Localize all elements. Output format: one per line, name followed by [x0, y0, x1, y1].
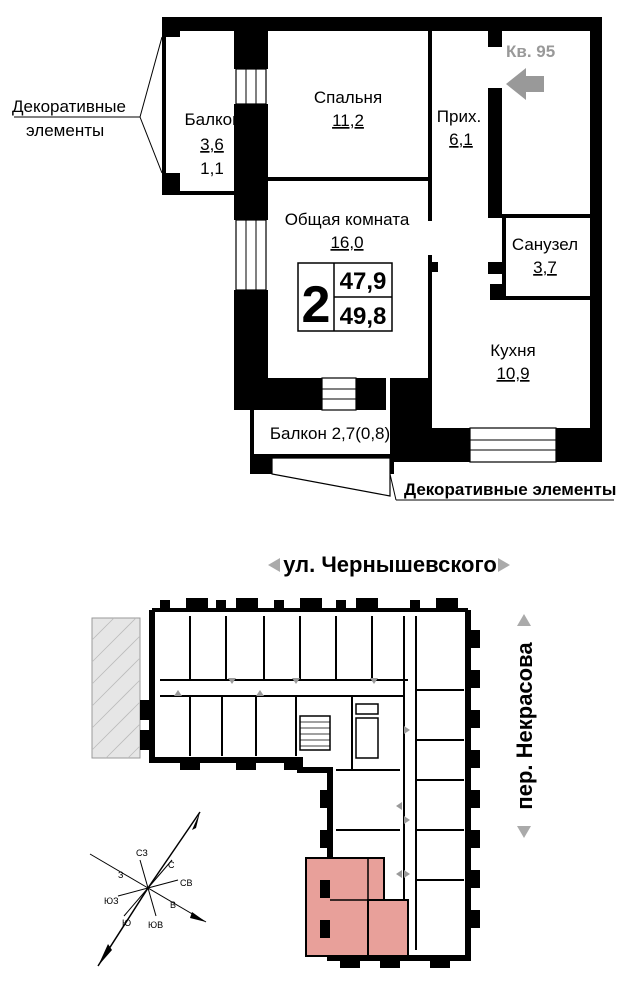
- window-kitchen: [469, 427, 557, 463]
- compass-w: З: [118, 870, 123, 880]
- wall-balcony-top: [162, 17, 180, 37]
- arrow-right-icon: [498, 558, 510, 572]
- compass-sw: ЮЗ: [104, 896, 119, 906]
- window-living: [235, 219, 267, 291]
- rooms-count: 2: [302, 276, 331, 334]
- room-balcony-left-name: Балкон: [184, 110, 241, 129]
- decor-label-left-2: элементы: [26, 121, 104, 140]
- total-area: 49,8: [340, 303, 387, 330]
- wall-right: [590, 17, 602, 462]
- street-right-label: пер. Некрасова: [512, 642, 537, 810]
- compass-s: Ю: [122, 918, 131, 928]
- compass-e: В: [170, 900, 176, 910]
- room-living-area: 16,0: [330, 233, 363, 252]
- room-bathroom-name: Санузел: [512, 235, 578, 254]
- compass-nw: СЗ: [136, 848, 148, 858]
- room-balcony-left-reduced: 1,1: [200, 159, 224, 178]
- room-balcony-left-area: 3,6: [200, 135, 224, 154]
- decor-label-bottom: Декоративные элементы: [404, 480, 616, 499]
- stairwell: [299, 715, 331, 751]
- room-bedroom-area: 11,2: [332, 111, 364, 130]
- compass-rose-icon: [89, 811, 207, 967]
- living-area: 47,9: [340, 268, 387, 295]
- room-bathroom-area: 3,7: [533, 258, 557, 277]
- room-hall-name: Прих.: [437, 107, 481, 126]
- compass-se: ЮВ: [148, 920, 163, 930]
- room-kitchen-name: Кухня: [490, 341, 536, 360]
- arrow-left-icon: [268, 558, 280, 572]
- room-balcony-bottom-name: Балкон 2,7(0,8): [270, 424, 390, 443]
- window-balcony: [321, 377, 357, 411]
- adjacent-building: [91, 617, 141, 759]
- window-bedroom: [235, 68, 267, 105]
- room-kitchen-area: 10,9: [496, 364, 529, 383]
- compass-ne: СВ: [180, 878, 193, 888]
- decor-label-left-1: Декоративные: [12, 97, 126, 116]
- arrow-up-icon: [517, 614, 531, 626]
- floor-plan: [91, 558, 531, 968]
- arrow-down-icon: [517, 826, 531, 838]
- apartment-plan: [14, 17, 614, 501]
- street-top-label: ул. Чернышевского: [283, 552, 497, 577]
- compass-n: С: [168, 860, 175, 870]
- room-hall-area: 6,1: [449, 130, 473, 149]
- wall-top: [162, 17, 602, 31]
- wall-balcony-bottom: [162, 173, 180, 195]
- apartment-number: Кв. 95: [506, 42, 555, 61]
- wall-balcony-rail: [162, 37, 166, 173]
- room-living-name: Общая комната: [285, 210, 410, 229]
- room-bedroom-name: Спальня: [314, 88, 382, 107]
- entrance-arrow-icon: [506, 68, 544, 100]
